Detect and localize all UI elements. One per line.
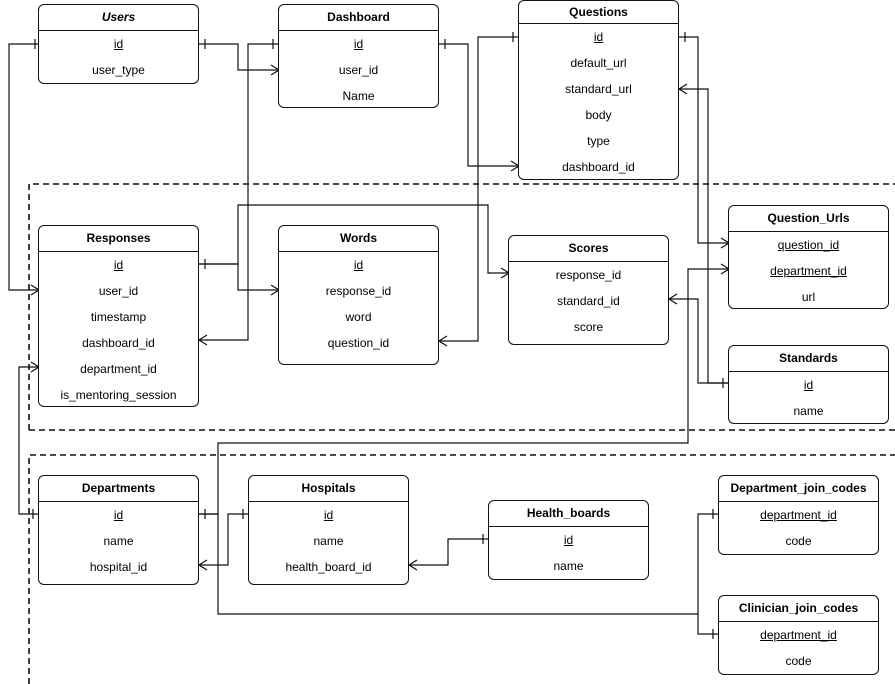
rel-users-dashboard bbox=[199, 43, 279, 71]
attr: type bbox=[587, 134, 610, 148]
attr: hospital_id bbox=[89, 560, 148, 574]
rel-questions-qurls bbox=[679, 36, 729, 244]
rel-dashboard-questions bbox=[439, 43, 519, 167]
attr: response_id bbox=[555, 268, 622, 282]
entity-departments[interactable]: Departments id name hospital_id bbox=[38, 475, 199, 585]
attr: body bbox=[585, 108, 612, 122]
entity-responses[interactable]: Responses id user_id timestamp dashboard… bbox=[38, 225, 199, 407]
attr: score bbox=[573, 320, 604, 334]
attr: response_id bbox=[325, 284, 392, 298]
entity-words[interactable]: Words id response_id word question_id bbox=[278, 225, 439, 365]
attr: is_mentoring_session bbox=[60, 388, 177, 402]
attr: user_type bbox=[92, 63, 145, 77]
attr: dashboard_id bbox=[562, 160, 635, 174]
entity-health-boards[interactable]: Health_boards id name bbox=[488, 500, 649, 580]
rel-responses-words bbox=[199, 263, 279, 291]
attr-key: id bbox=[113, 508, 124, 522]
rel-hospitals-departments bbox=[199, 513, 249, 566]
entity-department-join-codes[interactable]: Department_join_codes department_id code bbox=[718, 475, 879, 555]
entity-title: Health_boards bbox=[489, 501, 648, 527]
attr: question_id bbox=[327, 336, 390, 350]
entity-title: Departments bbox=[39, 476, 198, 502]
attr: department_id bbox=[80, 362, 157, 376]
attr: dashboard_id bbox=[82, 336, 155, 350]
entity-dashboard[interactable]: Dashboard id user_id Name bbox=[278, 4, 439, 108]
rel-questions-standards bbox=[679, 88, 729, 384]
entity-hospitals[interactable]: Hospitals id name health_board_id bbox=[248, 475, 409, 585]
rel-dashboard-responses bbox=[199, 43, 279, 341]
attr: timestamp bbox=[90, 310, 147, 324]
attr: health_board_id bbox=[285, 560, 372, 574]
attr: name bbox=[313, 534, 344, 548]
rel-healthboards-hospitals bbox=[409, 538, 489, 566]
entity-title: Department_join_codes bbox=[719, 476, 878, 502]
attr-key: id bbox=[593, 30, 604, 44]
attr-key: id bbox=[563, 533, 574, 547]
entity-clinician-join-codes[interactable]: Clinician_join_codes department_id code bbox=[718, 595, 879, 675]
entity-title: Standards bbox=[729, 346, 888, 372]
attr-key: department_id bbox=[770, 264, 847, 278]
entity-users[interactable]: Users id user_type bbox=[38, 4, 199, 84]
attr-key: id bbox=[113, 37, 124, 51]
attr-key: department_id bbox=[760, 628, 837, 642]
attr-key: department_id bbox=[760, 508, 837, 522]
attr: name bbox=[793, 404, 824, 418]
attr: standard_url bbox=[565, 82, 632, 96]
entity-title: Users bbox=[39, 5, 198, 31]
attr-key: id bbox=[353, 37, 364, 51]
attr: name bbox=[553, 559, 584, 573]
attr: user_id bbox=[338, 63, 379, 77]
attr: url bbox=[801, 290, 816, 304]
attr-key: question_id bbox=[777, 238, 840, 252]
attr: default_url bbox=[570, 56, 627, 70]
rel-departments-clinjoin bbox=[697, 614, 719, 635]
attr-key: id bbox=[803, 378, 814, 392]
rel-departments-deptjoin bbox=[199, 513, 719, 615]
entity-title: Question_Urls bbox=[729, 206, 888, 232]
group-region-responses bbox=[28, 183, 895, 431]
entity-scores[interactable]: Scores response_id standard_id score bbox=[508, 235, 669, 345]
attr: code bbox=[785, 654, 812, 668]
entity-standards[interactable]: Standards id name bbox=[728, 345, 889, 424]
rel-departments-responses bbox=[18, 366, 39, 515]
attr-key: id bbox=[323, 508, 334, 522]
attr: user_id bbox=[98, 284, 139, 298]
rel-users-responses bbox=[8, 43, 39, 291]
attr: word bbox=[345, 310, 372, 324]
rel-questions-words bbox=[439, 36, 519, 342]
entity-title: Responses bbox=[39, 226, 198, 252]
entity-title: Scores bbox=[509, 236, 668, 262]
attr-key: id bbox=[353, 258, 364, 272]
entity-title: Words bbox=[279, 226, 438, 252]
attr: Name bbox=[342, 89, 375, 103]
entity-title: Hospitals bbox=[249, 476, 408, 502]
rel-standards-scores bbox=[669, 298, 729, 384]
attr: standard_id bbox=[557, 294, 620, 308]
entity-questions[interactable]: Questions id default_url standard_url bo… bbox=[518, 0, 679, 180]
entity-title: Clinician_join_codes bbox=[719, 596, 878, 622]
rel-responses-scores bbox=[199, 204, 509, 274]
attr: code bbox=[785, 534, 812, 548]
attr-key: id bbox=[113, 258, 124, 272]
entity-title: Dashboard bbox=[279, 5, 438, 31]
entity-question-urls[interactable]: Question_Urls question_id department_id … bbox=[728, 205, 889, 309]
entity-title: Questions bbox=[519, 1, 678, 24]
attr: name bbox=[103, 534, 134, 548]
